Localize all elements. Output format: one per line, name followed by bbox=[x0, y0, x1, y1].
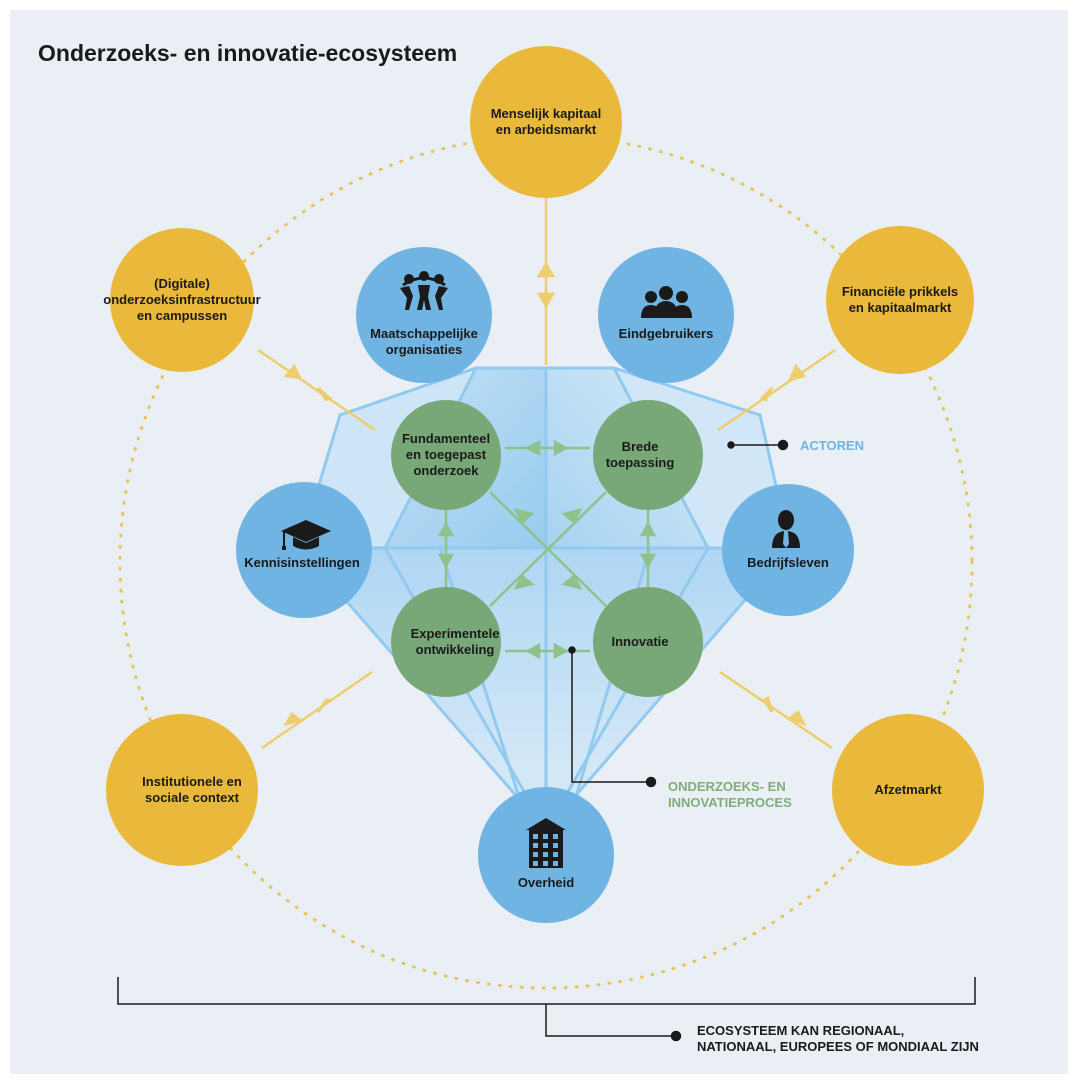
factor-circle-institutionele-context bbox=[106, 714, 258, 866]
legend-proces: ONDERZOEKS- EN INNOVATIEPROCES bbox=[668, 779, 792, 810]
actor-circle-bedrijfsleven bbox=[722, 484, 854, 616]
factor-label-institutionele-context: Institutionele en sociale context bbox=[142, 774, 242, 805]
actor-label-kennisinstellingen: Kennisinstellingen bbox=[244, 555, 360, 570]
ecosystem-bracket bbox=[117, 977, 976, 1005]
process-label-innovatie: Innovatie bbox=[611, 634, 669, 649]
legend-actoren: ACTOREN bbox=[800, 438, 865, 453]
factor-circle-afzetmarkt bbox=[832, 714, 984, 866]
factor-label-menselijk-kapitaal: Menselijk kapitaal en arbeidsmarkt bbox=[490, 106, 602, 137]
actor-gem bbox=[298, 366, 792, 833]
process-circle-experimentele-ontwikkeling bbox=[391, 587, 501, 697]
proces-pointer bbox=[571, 650, 651, 783]
actor-label-overheid: Overheid bbox=[517, 875, 575, 890]
factor-label-digitale-infrastructuur: (Digitale) onderzoeksinfrastructuur en c… bbox=[103, 276, 261, 323]
factor-circle-financiele-prikkels bbox=[826, 226, 974, 374]
users-icon bbox=[641, 286, 692, 318]
process-label-fundamenteel-onderzoek: Fundamenteel en toegepast onderzoek bbox=[401, 431, 491, 478]
actor-label-eindgebruikers: Eindgebruikers bbox=[618, 326, 714, 341]
factor-label-financiele-prikkels: Financiële prikkels en kapitaalmarkt bbox=[841, 284, 959, 315]
page-title: Onderzoeks- en innovatie-ecosysteem bbox=[38, 40, 458, 66]
process-circle-innovatie bbox=[593, 587, 703, 697]
businessman-icon bbox=[772, 510, 800, 548]
actor-circle-maatschappelijke-organisaties bbox=[356, 247, 492, 383]
actor-label-bedrijfsleven: Bedrijfsleven bbox=[747, 555, 829, 570]
legend-ecosysteem: ECOSYSTEEM KAN REGIONAAL, NATIONAAL, EUR… bbox=[697, 1023, 979, 1054]
process-circle-brede-toepassing bbox=[593, 400, 703, 510]
process-label-brede-toepassing: Brede toepassing bbox=[605, 439, 675, 470]
actor-label-maatschappelijke-organisaties: Maatschappelijke organisaties bbox=[370, 326, 478, 357]
people-group-icon bbox=[400, 271, 448, 310]
ecosystem-ring bbox=[118, 134, 974, 990]
process-label-experimentele-ontwikkeling: Experimentele ontwikkeling bbox=[410, 626, 500, 657]
government-building-icon bbox=[526, 818, 566, 868]
graduation-cap-icon bbox=[281, 520, 331, 550]
factor-label-afzetmarkt: Afzetmarkt bbox=[874, 782, 942, 797]
actor-circle-kennisinstellingen bbox=[236, 482, 372, 618]
factor-circle-menselijk-kapitaal bbox=[470, 46, 622, 198]
process-circle-fundamenteel-onderzoek bbox=[391, 400, 501, 510]
factor-circle-digitale-infrastructuur bbox=[110, 228, 254, 372]
